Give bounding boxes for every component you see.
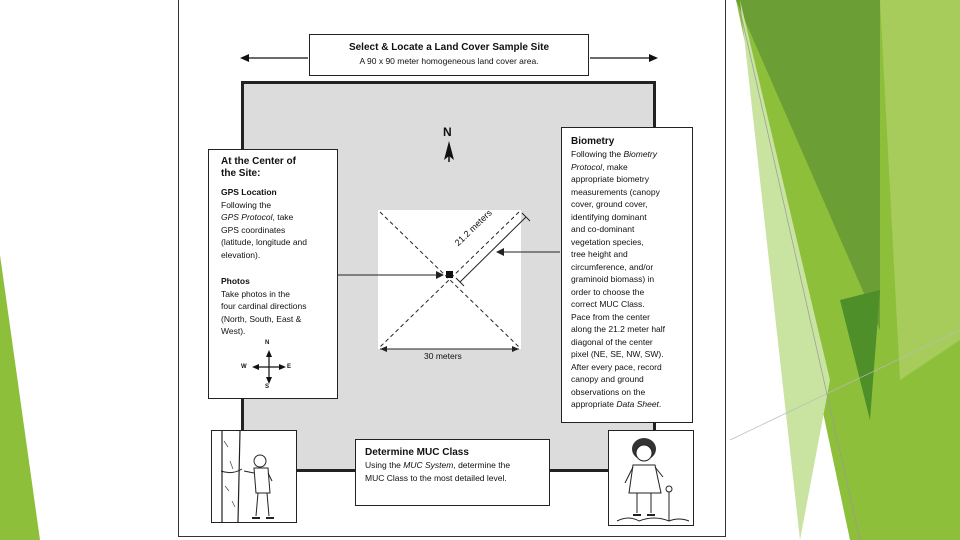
biometry-line1: Following the (571, 149, 624, 159)
gps-line3: GPS coordinates (221, 224, 286, 235)
compass-icon (252, 350, 286, 384)
biometry-line20: observations on the (571, 386, 646, 397)
person-measuring-tree-icon (220, 430, 274, 523)
muc-line1: Using the (365, 460, 404, 470)
gps-line1: Following the (221, 199, 272, 210)
gps-protocol-name: GPS Protocol (221, 212, 273, 222)
photos-line1: Take photos in the (221, 288, 290, 299)
muc-line1-end: , determine the (453, 460, 511, 470)
diagonal-line-2 (379, 211, 520, 348)
compass-e-label: E (287, 364, 292, 370)
biometry-line19: canopy and ground (571, 374, 644, 384)
photos-line3: (North, South, East & (221, 313, 302, 324)
biometry-line2: , make (602, 161, 628, 172)
left-green-triangle (0, 255, 40, 540)
biometry-line14: Pace from the center (571, 311, 650, 322)
center-box-title-line2: the Site: (221, 168, 261, 179)
compass-n-label: N (265, 340, 270, 346)
header-subtitle: A 90 x 90 meter homogeneous land cover a… (359, 55, 539, 66)
biometry-line5: cover, ground cover, (571, 199, 648, 209)
muc-system-name: MUC System (403, 460, 454, 470)
gps-line5: elevation). (221, 249, 261, 260)
biometry-line8: vegetation species, (571, 236, 644, 247)
compass-w-label: W (241, 364, 247, 370)
center-marker (446, 271, 453, 278)
biometry-line6: identifying dominant (571, 211, 647, 222)
biometry-line15: along the 21.2 meter half (571, 324, 666, 334)
girl-with-flowers-icon (616, 438, 690, 522)
header-title: Select & Locate a Land Cover Sample Site (348, 42, 550, 53)
biometry-box: Biometry Following the Biometry Protocol… (561, 127, 693, 423)
center-of-site-box: At the Center of the Site: GPS Location … (208, 149, 338, 399)
biometry-line12: order to choose the (571, 286, 645, 297)
tree-measuring-illustration (211, 430, 297, 523)
deco-line-2 (739, 9, 861, 540)
biometry-line13: correct MUC Class. (571, 299, 645, 309)
biometry-line7: and co-dominant (571, 224, 635, 234)
biometry-line18: After every pace, record (571, 361, 662, 372)
gps-line2: , take (272, 212, 294, 222)
header-box: Select & Locate a Land Cover Sample Site… (309, 34, 589, 76)
muc-line2: MUC Class to the most detailed level. (365, 472, 507, 483)
biometry-line17: pixel (NE, SE, NW, SW). (571, 349, 664, 359)
half-diagonal-dimension-line (459, 216, 527, 283)
muc-heading: Determine MUC Class (365, 447, 469, 458)
biometry-line9: tree height and (571, 249, 628, 259)
biometry-protocol-word2: Protocol (571, 161, 603, 172)
right-mid-green-shape (880, 0, 960, 380)
photos-line4: West). (221, 326, 246, 336)
biometry-line21-end: . (658, 399, 662, 409)
biometry-heading: Biometry (571, 136, 615, 147)
biometry-line4: measurements (canopy (571, 186, 660, 197)
gps-line4: (latitude, longitude and (221, 237, 308, 247)
right-light-green-triangle (740, 0, 830, 540)
gps-heading: GPS Location (221, 187, 277, 197)
right-dark-green-triangle (736, 0, 880, 330)
muc-class-box: Determine MUC Class Using the MUC System… (355, 439, 550, 506)
diagonal-line-1 (379, 211, 520, 348)
center-box-title-line1: At the Center of (221, 156, 296, 167)
biometry-line16: diagonal of the center (571, 336, 653, 347)
north-label: N (443, 125, 452, 139)
biometry-line21: appropriate (571, 399, 617, 409)
header-arrows (240, 54, 658, 62)
biometry-protocol-word1: Biometry (623, 149, 657, 159)
width-label: 30 meters (424, 351, 462, 361)
biometry-line11: graminoid biomass) in (571, 274, 655, 284)
compass-s-label: S (265, 384, 270, 390)
biometry-line10: circumference, and/or (571, 261, 654, 272)
girl-illustration (608, 430, 694, 526)
deco-line-1 (729, 329, 960, 441)
biometry-line3: appropriate biometry (571, 174, 649, 184)
photos-line2: four cardinal directions (221, 301, 307, 311)
photos-heading: Photos (221, 276, 250, 286)
right-deep-green-accent (840, 290, 880, 420)
biometry-data-sheet: Data Sheet (616, 399, 659, 409)
